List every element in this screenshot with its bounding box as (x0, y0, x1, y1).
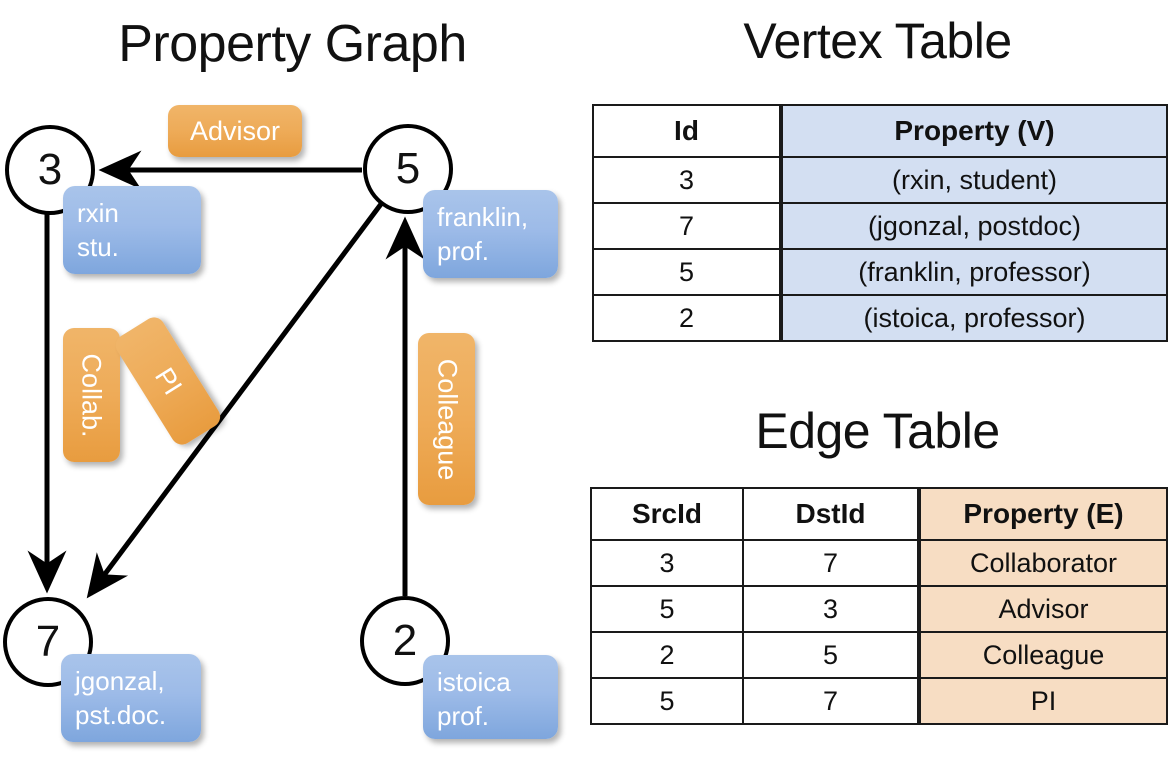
vertex-cell-id: 7 (592, 202, 782, 250)
page-title-property-graph: Property Graph (118, 15, 467, 73)
node-property-box-5: franklin, prof. (423, 190, 558, 278)
edge-cell-srcid: 2 (590, 631, 744, 679)
edge-table-header-row: SrcId DstId Property (E) (590, 487, 1168, 541)
edge-cell-property: PI (917, 677, 1168, 725)
table-row: 5 3 Advisor (590, 585, 1168, 633)
node-property-box-2: istoica prof. (423, 655, 558, 739)
edge-cell-srcid: 3 (590, 539, 744, 587)
vertex-cell-id: 5 (592, 248, 782, 296)
edge-table-header-dstid: DstId (742, 487, 920, 541)
table-row: 3 (rxin, student) (592, 156, 1168, 204)
vertex-table-header-id: Id (592, 104, 782, 158)
table-row: 3 7 Collaborator (590, 539, 1168, 587)
edge-table-header-srcid: SrcId (590, 487, 744, 541)
edge-label-colleague: Colleague (418, 333, 475, 505)
edge-table: SrcId DstId Property (E) 3 7 Collaborato… (590, 487, 1168, 725)
edge-cell-property: Advisor (917, 585, 1168, 633)
vertex-table-header-property: Property (V) (779, 104, 1168, 158)
table-row: 2 (istoica, professor) (592, 294, 1168, 342)
edge-cell-property: Colleague (917, 631, 1168, 679)
vertex-cell-id: 3 (592, 156, 782, 204)
table-row: 2 5 Colleague (590, 631, 1168, 679)
table-row: 7 (jgonzal, postdoc) (592, 202, 1168, 250)
edge-label-collab-text: Collab. (77, 352, 108, 438)
edge-label-colleague-text: Colleague (432, 358, 462, 480)
edge-label-pi-text: PI (148, 361, 188, 400)
edge-cell-dstid: 3 (742, 585, 920, 633)
vertex-table-header-row: Id Property (V) (592, 104, 1168, 158)
vertex-cell-property: (jgonzal, postdoc) (779, 202, 1168, 250)
edge-table-header-property: Property (E) (917, 487, 1168, 541)
edge-label-advisor-text: Advisor (189, 115, 281, 146)
edge-label-advisor: Advisor (168, 105, 302, 157)
edge-cell-srcid: 5 (590, 677, 744, 725)
table-row: 5 7 PI (590, 677, 1168, 725)
edge-cell-dstid: 7 (742, 677, 920, 725)
vertex-cell-property: (istoica, professor) (779, 294, 1168, 342)
vertex-table: Id Property (V) 3 (rxin, student) 7 (jgo… (592, 104, 1168, 342)
edge-cell-srcid: 5 (590, 585, 744, 633)
vertex-cell-id: 2 (592, 294, 782, 342)
edge-cell-dstid: 5 (742, 631, 920, 679)
property-graph-diagram: 3 5 7 2 rxin stu. franklin, prof. jgonza… (3, 105, 558, 742)
graph-node-2[interactable]: 2 (360, 596, 450, 686)
vertex-cell-property: (franklin, professor) (779, 248, 1168, 296)
edge-cell-property: Collaborator (917, 539, 1168, 587)
vertex-cell-property: (rxin, student) (779, 156, 1168, 204)
node-property-box-3: rxin stu. (63, 186, 201, 274)
node-property-box-7: jgonzal, pst.doc. (61, 654, 201, 742)
table-row: 5 (franklin, professor) (592, 248, 1168, 296)
graph-node-5[interactable]: 5 (363, 124, 453, 214)
edge-label-collab: Collab. (63, 328, 120, 462)
edge-arrow-pi (86, 198, 387, 599)
graph-edge-arrows (27, 150, 425, 599)
page-title-edge-table: Edge Table (755, 403, 1000, 459)
page-title-vertex-table: Vertex Table (743, 13, 1012, 69)
edge-cell-dstid: 7 (742, 539, 920, 587)
